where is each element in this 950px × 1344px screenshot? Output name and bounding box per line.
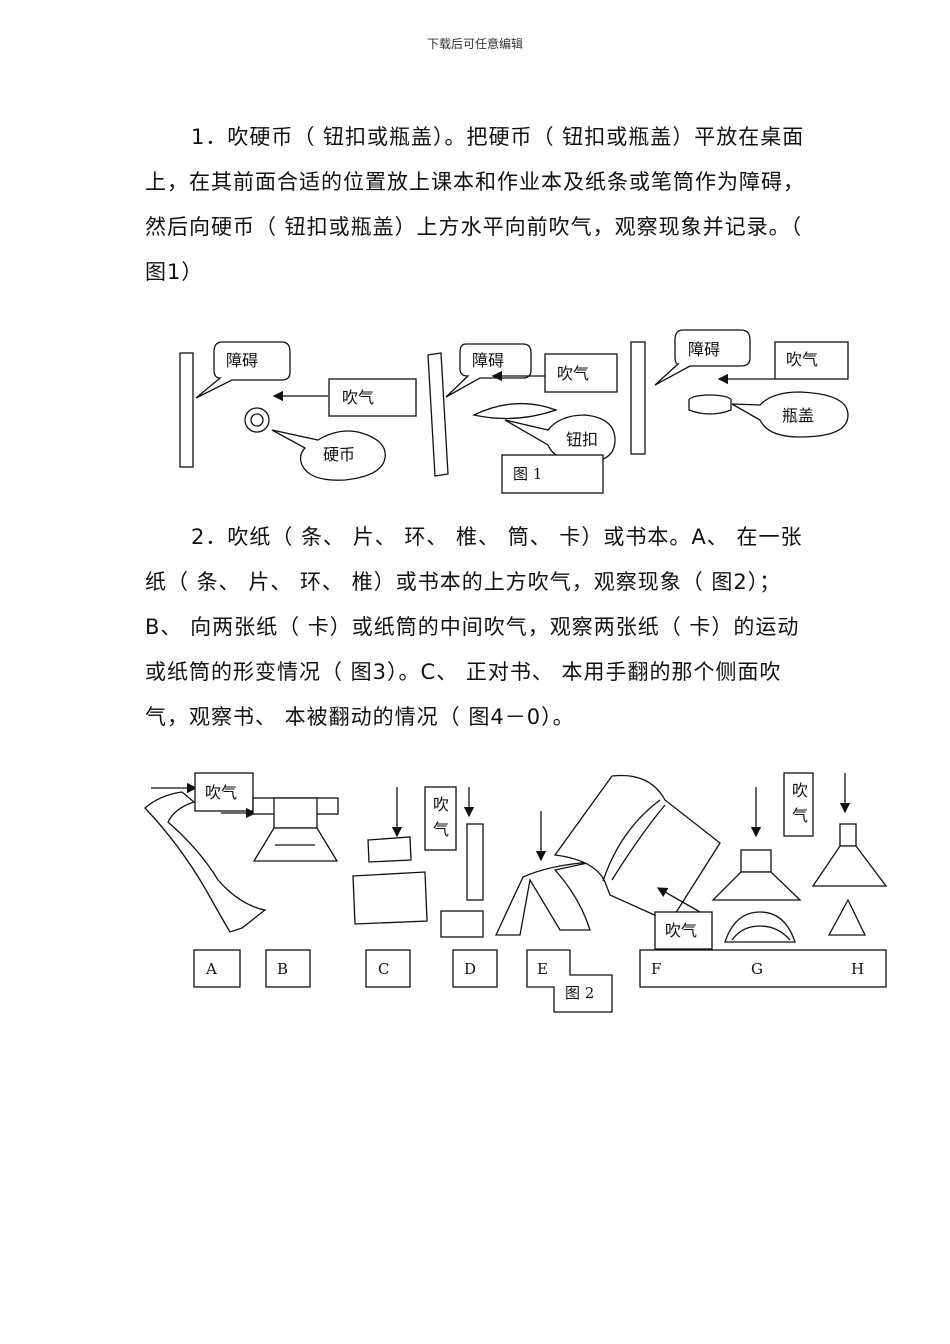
button-shape	[472, 402, 558, 420]
speech-bubble-obstacle-3	[654, 329, 751, 386]
figure-2-labels: 吹气 吹 气 吹 气 吹气 A B C D E F G H 图 2	[205, 781, 864, 1002]
label-obstacle-3: 障碍	[688, 340, 720, 359]
obstacle-board	[179, 352, 194, 468]
paper-strip-a	[144, 791, 267, 933]
page-header: 下载后可任意编辑	[426, 37, 523, 51]
label-coin: 硬币	[323, 445, 355, 464]
speech-bubble-coin	[271, 429, 386, 481]
panel-label-g: G	[751, 960, 763, 978]
figure-1	[179, 329, 849, 494]
blow-label-box-2	[544, 353, 618, 393]
label-obstacle-1: 障碍	[226, 351, 258, 370]
coin-shape	[244, 407, 270, 433]
label-button: 钮扣	[566, 430, 598, 449]
label-blow-h-1: 吹	[792, 781, 808, 800]
speech-bubble-obstacle-2	[445, 343, 532, 398]
paragraph-1: 1．吹硬币（ 钮扣或瓶盖）。把硬币（ 钮扣或瓶盖）平放在桌面上，在其前面合适的位…	[145, 115, 810, 295]
fig2-caption: 图 2	[565, 984, 594, 1002]
label-bottle-cap: 瓶盖	[782, 406, 814, 425]
speech-bubble-obstacle	[195, 341, 291, 399]
fig1-caption: 图 1	[513, 465, 542, 483]
speech-bubble-bottle-cap	[731, 391, 849, 438]
figure-2	[144, 772, 888, 1013]
paragraph-1-text: 1．吹硬币（ 钮扣或瓶盖）。把硬币（ 钮扣或瓶盖）平放在桌面上，在其前面合适的位…	[145, 125, 805, 284]
paragraph-2-text: 2．吹纸（ 条、 片、 环、 椎、 筒、 卡）或书本。A、 在一张纸（ 条、 片…	[145, 525, 803, 729]
panel-label-f: F	[651, 960, 661, 978]
half-cylinder-g	[724, 911, 796, 943]
blow-label-box	[328, 378, 417, 417]
fig1-caption-box	[501, 454, 604, 494]
label-blow-d-2: 气	[433, 820, 449, 839]
blow-box-a	[194, 772, 254, 812]
label-blow-3: 吹气	[786, 350, 818, 369]
label-blow-2: 吹气	[557, 364, 589, 383]
label-obstacle-2: 障碍	[472, 351, 504, 370]
label-blow-d-1: 吹	[433, 795, 449, 814]
blow-label-box-3	[774, 341, 849, 380]
panel-label-b: B	[277, 960, 288, 978]
obstacle-board-2	[427, 352, 449, 477]
panel-label-h: H	[851, 960, 864, 978]
panel-label-d: D	[464, 960, 476, 978]
figure-1-labels: 障碍 吹气 硬币 障碍 吹气 钮扣 图 1 障碍 吹气 瓶盖	[226, 340, 818, 483]
obstacle-board-3	[630, 341, 646, 455]
panel-label-a: A	[205, 960, 217, 978]
label-blow-h-2: 气	[792, 806, 808, 825]
triangle-h	[827, 898, 867, 936]
blow-box-f	[654, 911, 713, 950]
panel-label-c: C	[378, 960, 389, 978]
label-blow-f: 吹气	[665, 921, 697, 940]
book-f	[553, 774, 721, 923]
label-blow-1: 吹气	[342, 388, 374, 407]
label-blow-a: 吹气	[205, 783, 237, 802]
paragraph-2: 2．吹纸（ 条、 片、 环、 椎、 筒、 卡）或书本。A、 在一张纸（ 条、 片…	[145, 515, 810, 740]
panel-label-e: E	[537, 960, 548, 978]
